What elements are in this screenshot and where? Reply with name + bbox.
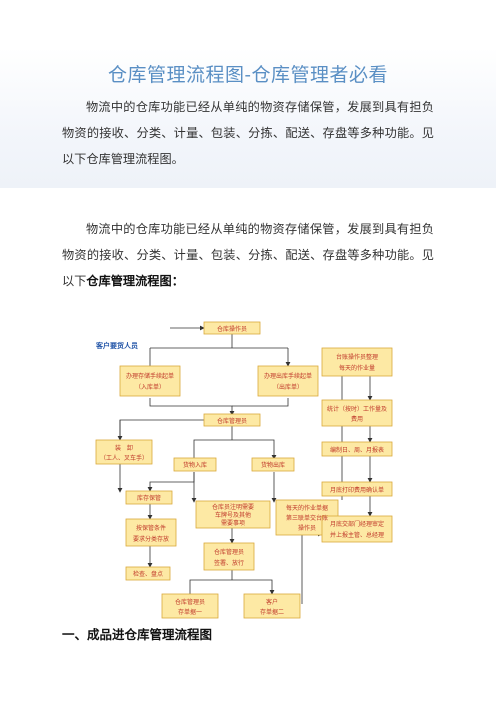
node-in <box>119 365 181 397</box>
node-mgr <box>203 413 261 427</box>
label-check: 检查、盘点 <box>133 570 163 578</box>
node-b2 <box>243 593 301 619</box>
customer-label: 客户要货人员 <box>95 341 138 350</box>
edge-out-mgr <box>232 398 289 407</box>
label-b2-a: 客户 <box>266 598 278 606</box>
label-store: 库存保管 <box>137 494 161 502</box>
label-goods-in: 货物入库 <box>183 461 207 469</box>
node-goods-out <box>251 457 295 472</box>
body-paragraph-text: 物流中的仓库功能已经从单纯的物资存储保管，发展到具有担负物资的接收、分类、计量、… <box>62 222 434 288</box>
label-verify-b: 签署、放行 <box>214 559 244 567</box>
label-rep-b: 第三联单交台账 <box>286 514 328 522</box>
node-top <box>203 321 261 335</box>
node-place <box>125 518 177 547</box>
label-b1-b: 存单据一 <box>178 608 202 616</box>
label-r1-a: 台账操作员整理 <box>336 353 378 361</box>
node-verify <box>203 542 255 571</box>
node-wrk <box>195 500 271 529</box>
label-r3: 编制日、周、月报表 <box>330 446 384 454</box>
node-out <box>257 365 319 397</box>
node-r2 <box>321 399 393 427</box>
label-wrk-c: 需要事项 <box>221 519 245 527</box>
label-b2-b: 存单据二 <box>260 608 284 616</box>
node-check <box>125 566 171 581</box>
label-r4: 月底打印费用确认单 <box>330 486 384 494</box>
intro-paragraph: 物流中的仓库功能已经从单纯的物资存储保管，发展到具有担负物资的接收、分类、计量、… <box>62 100 434 166</box>
body-paragraph: 物流中的仓库功能已经从单纯的物资存储保管，发展到具有担负物资的接收、分类、计量、… <box>62 216 434 294</box>
label-rep-c: 操作员 <box>298 524 316 532</box>
label-verify-a: 仓库管理员 <box>214 548 244 556</box>
label-rep-a: 每天的作业单据 <box>286 504 328 512</box>
node-r3 <box>321 441 393 457</box>
label-out-a: 办理出库手续起单 <box>264 372 312 380</box>
label-place-a: 按保管条件 <box>136 524 166 532</box>
section-heading: 一、成品进仓库管理流程图 <box>62 627 213 642</box>
label-top: 仓库操作员 <box>217 325 247 333</box>
label-r5-a: 月底交部门经理审定 <box>330 520 384 528</box>
label-b1-a: 仓库管理员 <box>175 598 205 606</box>
label-mgr: 仓库管理员 <box>217 417 247 425</box>
label-r5-b: 并上报主管、总经理 <box>330 531 384 539</box>
edge-top-split <box>149 334 288 366</box>
label-goods-out: 货物出库 <box>261 461 285 469</box>
edge-mgr-down <box>193 426 274 459</box>
title-band <box>0 48 496 188</box>
node-b1 <box>161 593 219 619</box>
label-work-a: 装 卸 <box>115 444 133 452</box>
label-r2-b: 费用 <box>351 415 363 423</box>
label-place-b: 要求分类存放 <box>133 535 169 543</box>
label-in-a: 办理存储手续起单 <box>126 372 174 380</box>
body-paragraph-bold: 仓库管理流程图 <box>86 274 172 288</box>
body-paragraph-end: ： <box>171 274 184 288</box>
edge-in-mgr <box>149 398 235 416</box>
label-r2-a: 统计（按时）工作量及 <box>327 405 387 413</box>
edge-bottom-rep <box>301 531 323 604</box>
node-work <box>95 439 153 465</box>
warehouse-flowchart: 客户要货人员 仓库操作员 办理存储手续起单 （入库单） 办理出库手续起单 （出库… <box>95 321 393 619</box>
edge-verify-bottom <box>189 570 272 594</box>
label-r1-b: 每天的作业量 <box>339 364 375 372</box>
label-out-b: （出库单） <box>273 383 303 391</box>
label-wrk-b: 车牌号及其他 <box>215 511 251 519</box>
document-title: 仓库管理流程图-仓库管理者必看 <box>108 64 388 86</box>
label-work-b: （工人、叉车手） <box>100 454 148 462</box>
node-store <box>125 490 173 505</box>
node-r5 <box>321 515 393 543</box>
node-goods-in <box>173 457 217 472</box>
node-r4 <box>321 481 393 497</box>
label-in-b: （入库单） <box>135 383 165 391</box>
edge-in-store <box>147 472 195 492</box>
label-wrk-a: 仓库员注明需要 <box>212 503 254 511</box>
node-r1 <box>321 347 393 377</box>
